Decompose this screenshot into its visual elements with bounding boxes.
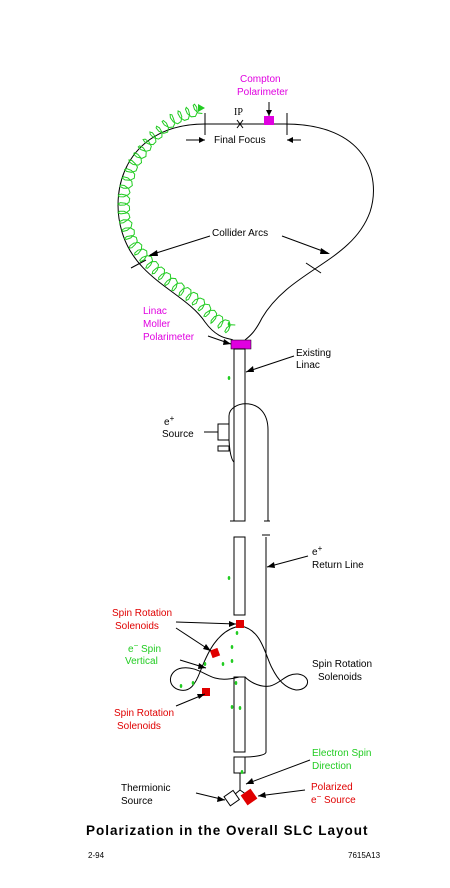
polarized-arrow bbox=[257, 789, 306, 797]
existing-linac-pointer bbox=[245, 355, 295, 373]
spin-rotation-loop-left bbox=[170, 625, 241, 691]
spin-rot-arrowhead-1 bbox=[229, 621, 236, 627]
return-line-label-2: Return Line bbox=[312, 560, 364, 571]
spin-vertical-arrowhead bbox=[198, 663, 206, 669]
thermionic-label-2: Source bbox=[121, 796, 153, 807]
spin-vertical-label-2: Vertical bbox=[125, 656, 158, 667]
positron-source-label-2: Source bbox=[162, 429, 194, 440]
solenoid-left bbox=[209, 647, 221, 659]
polarized-label-2: e− Source bbox=[311, 792, 356, 806]
compton-polarimeter-block bbox=[264, 116, 274, 125]
thermionic-source-block bbox=[223, 789, 241, 807]
spin-rot-right-label-1: Spin Rotation bbox=[312, 659, 372, 670]
compton-arrowhead bbox=[266, 110, 272, 116]
collider-arcs-arrow-left bbox=[149, 235, 211, 256]
linac-lower bbox=[233, 676, 246, 753]
ip-label: IP bbox=[234, 107, 243, 118]
spin-rot-arrowhead-3 bbox=[197, 694, 205, 699]
final-focus-arrowhead-left bbox=[199, 137, 205, 143]
spin-marker bbox=[240, 770, 244, 774]
spin-rot-top-label-1: Spin Rotation bbox=[112, 608, 172, 619]
collider-arcs-arrow-right bbox=[281, 235, 329, 254]
footer-right: 7615A13 bbox=[348, 851, 381, 860]
spin-marker bbox=[230, 659, 234, 663]
solenoid-top bbox=[236, 620, 244, 628]
spin-marker bbox=[227, 376, 231, 380]
positron-source-label-1: e+ bbox=[164, 414, 175, 428]
polarized-source-block bbox=[240, 788, 258, 806]
spin-marker bbox=[203, 662, 207, 666]
compton-label-1: Compton bbox=[240, 74, 281, 85]
positron-loop-bottom bbox=[228, 439, 235, 463]
spin-marker bbox=[234, 681, 238, 685]
collider-arc-right bbox=[230, 123, 374, 341]
ip-marker bbox=[236, 119, 244, 129]
collider-arcs-arrowhead-right bbox=[320, 248, 330, 254]
linac-moller-label-2: Moller bbox=[143, 319, 171, 330]
spin-rot-right-label-2: Solenoids bbox=[318, 672, 362, 683]
spin-marker bbox=[179, 684, 183, 688]
spin-marker bbox=[238, 706, 242, 710]
helix-arrowhead bbox=[198, 104, 205, 112]
return-line-bottom bbox=[244, 751, 267, 758]
polarized-arrowhead bbox=[258, 792, 266, 798]
spin-rot-bottom-label-1: Spin Rotation bbox=[114, 708, 174, 719]
collider-arcs-arrowhead-left bbox=[148, 250, 158, 256]
linac-moller-label-3: Polarimeter bbox=[143, 332, 195, 343]
linac-moller-block bbox=[230, 339, 252, 350]
spin-marker bbox=[227, 576, 231, 580]
electron-spin-label-2: Direction bbox=[312, 761, 351, 772]
spin-marker bbox=[235, 631, 239, 635]
spin-marker bbox=[230, 645, 234, 649]
spin-rot-arrow-1 bbox=[175, 621, 237, 625]
spin-rotation-loop-right bbox=[240, 625, 308, 691]
positron-target bbox=[217, 423, 230, 441]
linac-moller-label-1: Linac bbox=[143, 306, 167, 317]
spin-marker bbox=[230, 705, 234, 709]
linac-moller-arrowhead bbox=[223, 339, 231, 345]
spin-marker bbox=[221, 662, 225, 666]
existing-linac-arrowhead bbox=[246, 366, 254, 372]
final-focus-label: Final Focus bbox=[214, 135, 266, 146]
existing-linac-label-2: Linac bbox=[296, 360, 320, 371]
spin-precession-helix bbox=[117, 103, 236, 334]
positron-loop bbox=[228, 403, 269, 521]
compton-label-2: Polarimeter bbox=[237, 87, 289, 98]
spin-rot-top-label-2: Solenoids bbox=[115, 621, 159, 632]
diagram-title: Polarization in the Overall SLC Layout bbox=[86, 823, 369, 838]
final-focus-arrowhead-right bbox=[287, 137, 293, 143]
arc-tick-right bbox=[305, 262, 322, 274]
thermionic-arrowhead bbox=[217, 796, 225, 802]
spin-marker bbox=[191, 681, 195, 685]
electron-spin-arrow bbox=[245, 759, 311, 785]
arc-tick-left bbox=[130, 259, 147, 269]
positron-target-small bbox=[217, 445, 230, 452]
existing-linac-label-1: Existing bbox=[296, 348, 331, 359]
solenoid-bottom bbox=[202, 688, 210, 696]
electron-spin-arrowhead bbox=[246, 778, 254, 784]
spin-rot-arrowhead-2 bbox=[203, 644, 211, 651]
polarized-label-1: Polarized bbox=[311, 782, 353, 793]
return-line-label-1: e+ bbox=[312, 544, 323, 558]
linac-upper bbox=[233, 348, 246, 522]
return-line-arrowhead bbox=[267, 562, 275, 568]
collider-arcs-label: Collider Arcs bbox=[212, 228, 268, 239]
electron-spin-label-1: Electron Spin bbox=[312, 748, 371, 759]
spin-rot-bottom-label-2: Solenoids bbox=[117, 721, 161, 732]
footer-left: 2-94 bbox=[88, 851, 105, 860]
thermionic-label-1: Thermionic bbox=[121, 783, 170, 794]
spin-marker bbox=[227, 322, 231, 326]
injector-box bbox=[233, 756, 246, 774]
spin-markers bbox=[179, 322, 244, 774]
linac-middle bbox=[233, 536, 246, 616]
spin-vertical-label-1: e− Spin bbox=[128, 641, 161, 655]
